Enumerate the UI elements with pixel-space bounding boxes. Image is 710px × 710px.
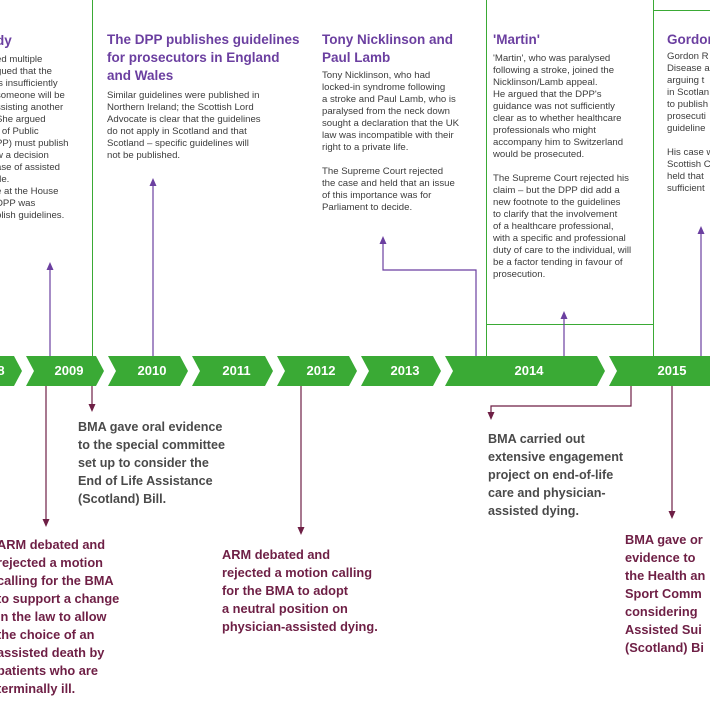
panel-divider — [486, 0, 487, 356]
year-label-2014: 2014 — [514, 363, 544, 378]
year-label-2013: 2013 — [390, 363, 420, 378]
year-chevron — [609, 356, 710, 386]
down-connector-2014 — [490, 386, 632, 414]
year-label-2012: 2012 — [306, 363, 336, 378]
event-arm-motion-2012: ARM debated and rejected a motion callin… — [222, 547, 378, 634]
panel-body-2008: ed multiple gued that the is insufficien… — [0, 54, 69, 221]
year-label-2011: 2011 — [222, 363, 251, 378]
panel-title-nicklinson-lamb: Tony Nicklinson and Paul Lamb — [322, 32, 454, 65]
panel-divider — [653, 0, 654, 356]
panel-body-dpp-guidelines: Similar guidelines were published in Nor… — [107, 90, 261, 161]
arrowhead-down — [42, 519, 50, 527]
year-chevron — [445, 356, 605, 386]
panel-border-bottom — [486, 324, 654, 325]
panel-title-martin: 'Martin' — [493, 32, 540, 47]
panel-title-dpp-guidelines: The DPP publishes guidelines for prosecu… — [107, 32, 300, 83]
panel-body-nicklinson-lamb: Tony Nicklinson, who had locked-in syndr… — [322, 70, 460, 213]
year-label-2008: 8 — [0, 363, 5, 378]
panel-body-gordon: Gordon R Disease a arguing t in Scotlan … — [667, 51, 710, 194]
arrowhead-down — [88, 404, 96, 412]
panel-divider — [92, 0, 93, 356]
year-label-2010: 2010 — [137, 363, 167, 378]
arrowhead-down — [487, 412, 495, 420]
panel-title-2008: dy — [0, 33, 12, 48]
panel-body-martin: 'Martin', who was paralysed following a … — [493, 53, 632, 280]
arrowhead-down — [668, 511, 676, 519]
arrowhead-up — [379, 236, 387, 244]
year-label-2009: 2009 — [54, 363, 84, 378]
up-connector-2013 — [382, 240, 477, 356]
year-chevron — [108, 356, 188, 386]
year-label-2015: 2015 — [657, 363, 687, 378]
arrowhead-down — [297, 527, 305, 535]
arrowhead-up — [697, 226, 705, 234]
arrowhead-up — [149, 178, 157, 186]
arrowhead-up — [560, 311, 568, 319]
event-bma-evidence-2015: BMA gave or evidence to the Health an Sp… — [625, 532, 706, 655]
year-chevron — [361, 356, 441, 386]
event-bma-oral-evidence-2010: BMA gave oral evidence to the special co… — [78, 420, 225, 506]
event-arm-motion-2009: ARM debated and rejected a motion callin… — [0, 537, 120, 696]
panel-title-gordon: Gordon — [667, 32, 710, 47]
event-bma-engagement-2014: BMA carried out extensive engagement pro… — [488, 432, 624, 518]
year-chevron — [192, 356, 273, 386]
year-chevron — [26, 356, 104, 386]
year-chevron — [277, 356, 357, 386]
year-chevron — [0, 356, 22, 386]
arrowhead-up — [46, 262, 54, 270]
panel-border-top — [653, 10, 710, 11]
